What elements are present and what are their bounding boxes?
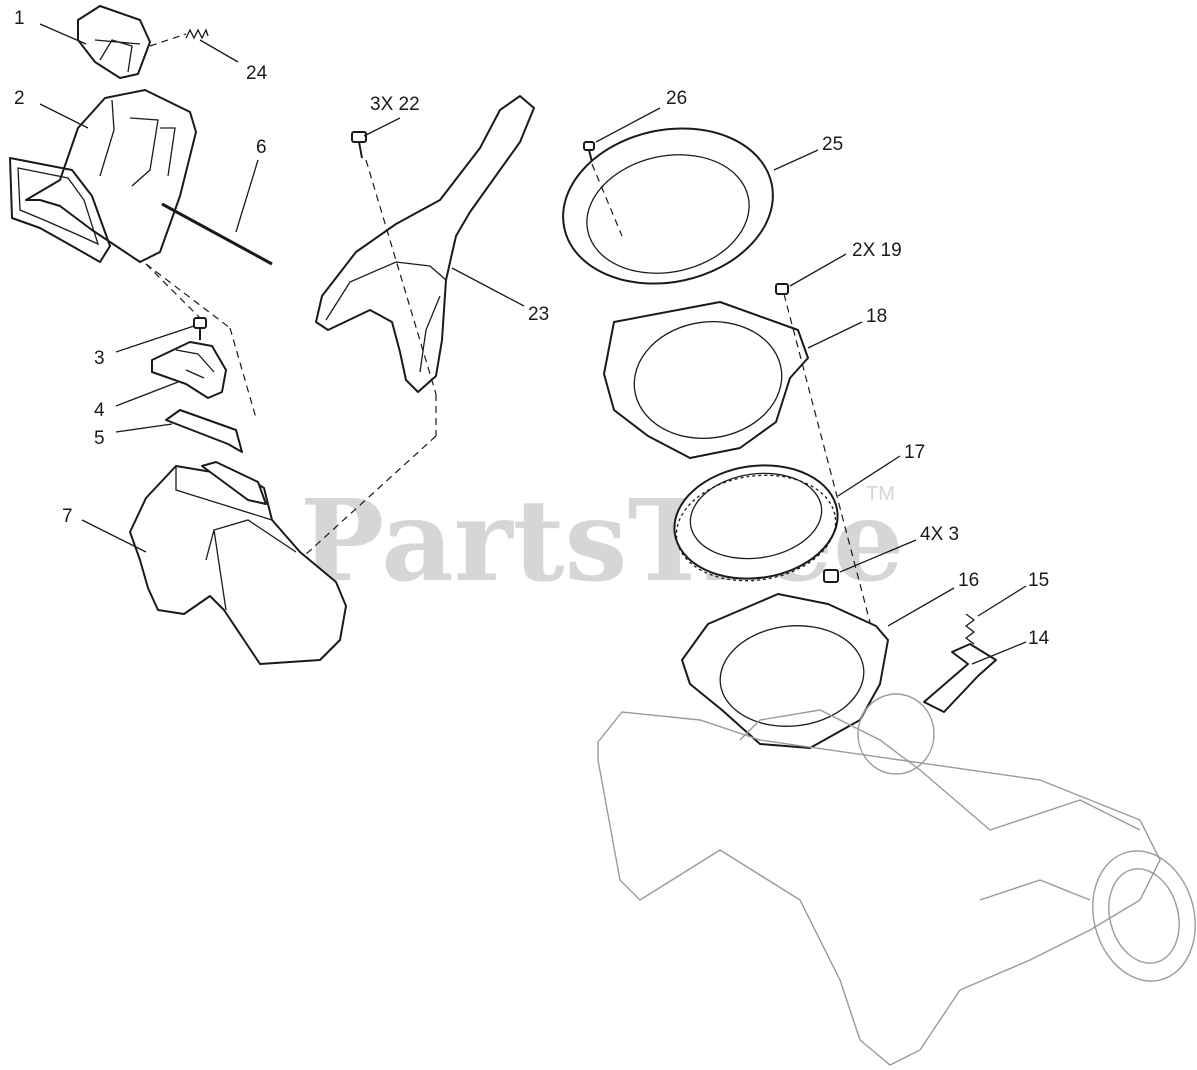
part-14-lever[interactable] [923, 643, 997, 713]
part-4-bracket[interactable] [151, 341, 227, 399]
part-19-screw[interactable] [775, 283, 789, 295]
part-24-spring[interactable] [185, 28, 209, 40]
callout-22: 3X 22 [370, 94, 420, 115]
part-2-deflector-housing[interactable] [9, 89, 197, 263]
callout-7: 7 [62, 506, 73, 527]
callout-26: 26 [666, 88, 687, 109]
part-3-screw[interactable] [193, 317, 207, 340]
callout-4: 4 [94, 400, 105, 421]
part-3-nut[interactable] [823, 569, 839, 583]
callout-1: 1 [14, 8, 25, 29]
callout-15: 15 [1028, 570, 1049, 591]
watermark-trademark: TM [866, 483, 895, 505]
part-23-upper-chute[interactable] [315, 95, 535, 393]
callout-16: 16 [958, 570, 979, 591]
part-18-chute-flange[interactable] [603, 301, 809, 459]
part-15-spring[interactable] [964, 613, 976, 645]
part-26-screw[interactable] [583, 141, 595, 163]
leader-lines [39, 23, 1027, 665]
callout-14: 14 [1028, 628, 1050, 649]
part-5-plate[interactable] [165, 409, 243, 453]
part-25-ring-cover[interactable] [549, 110, 788, 303]
callout-5: 5 [94, 428, 105, 449]
part-7-discharge-chute[interactable] [129, 461, 347, 665]
callout-3b: 4X 3 [920, 524, 959, 545]
callout-25: 25 [822, 134, 843, 155]
callout-18: 18 [866, 306, 887, 327]
callout-23: 23 [528, 304, 549, 325]
callout-24: 24 [246, 63, 268, 84]
callout-6: 6 [256, 137, 267, 158]
callout-3: 3 [94, 348, 105, 369]
part-6-rod[interactable] [161, 202, 273, 266]
callouts: 1 24 2 6 3 4 5 7 3X 22 23 26 25 2X 19 18… [14, 8, 1050, 649]
housing-frame-ghost [597, 693, 1196, 1066]
part-17-gear-ring[interactable] [667, 455, 845, 590]
callout-17: 17 [904, 442, 925, 463]
callout-2: 2 [14, 88, 25, 109]
callout-19: 2X 19 [852, 240, 902, 261]
part-22-screw[interactable] [351, 131, 367, 159]
part-1-handle[interactable] [77, 5, 151, 79]
